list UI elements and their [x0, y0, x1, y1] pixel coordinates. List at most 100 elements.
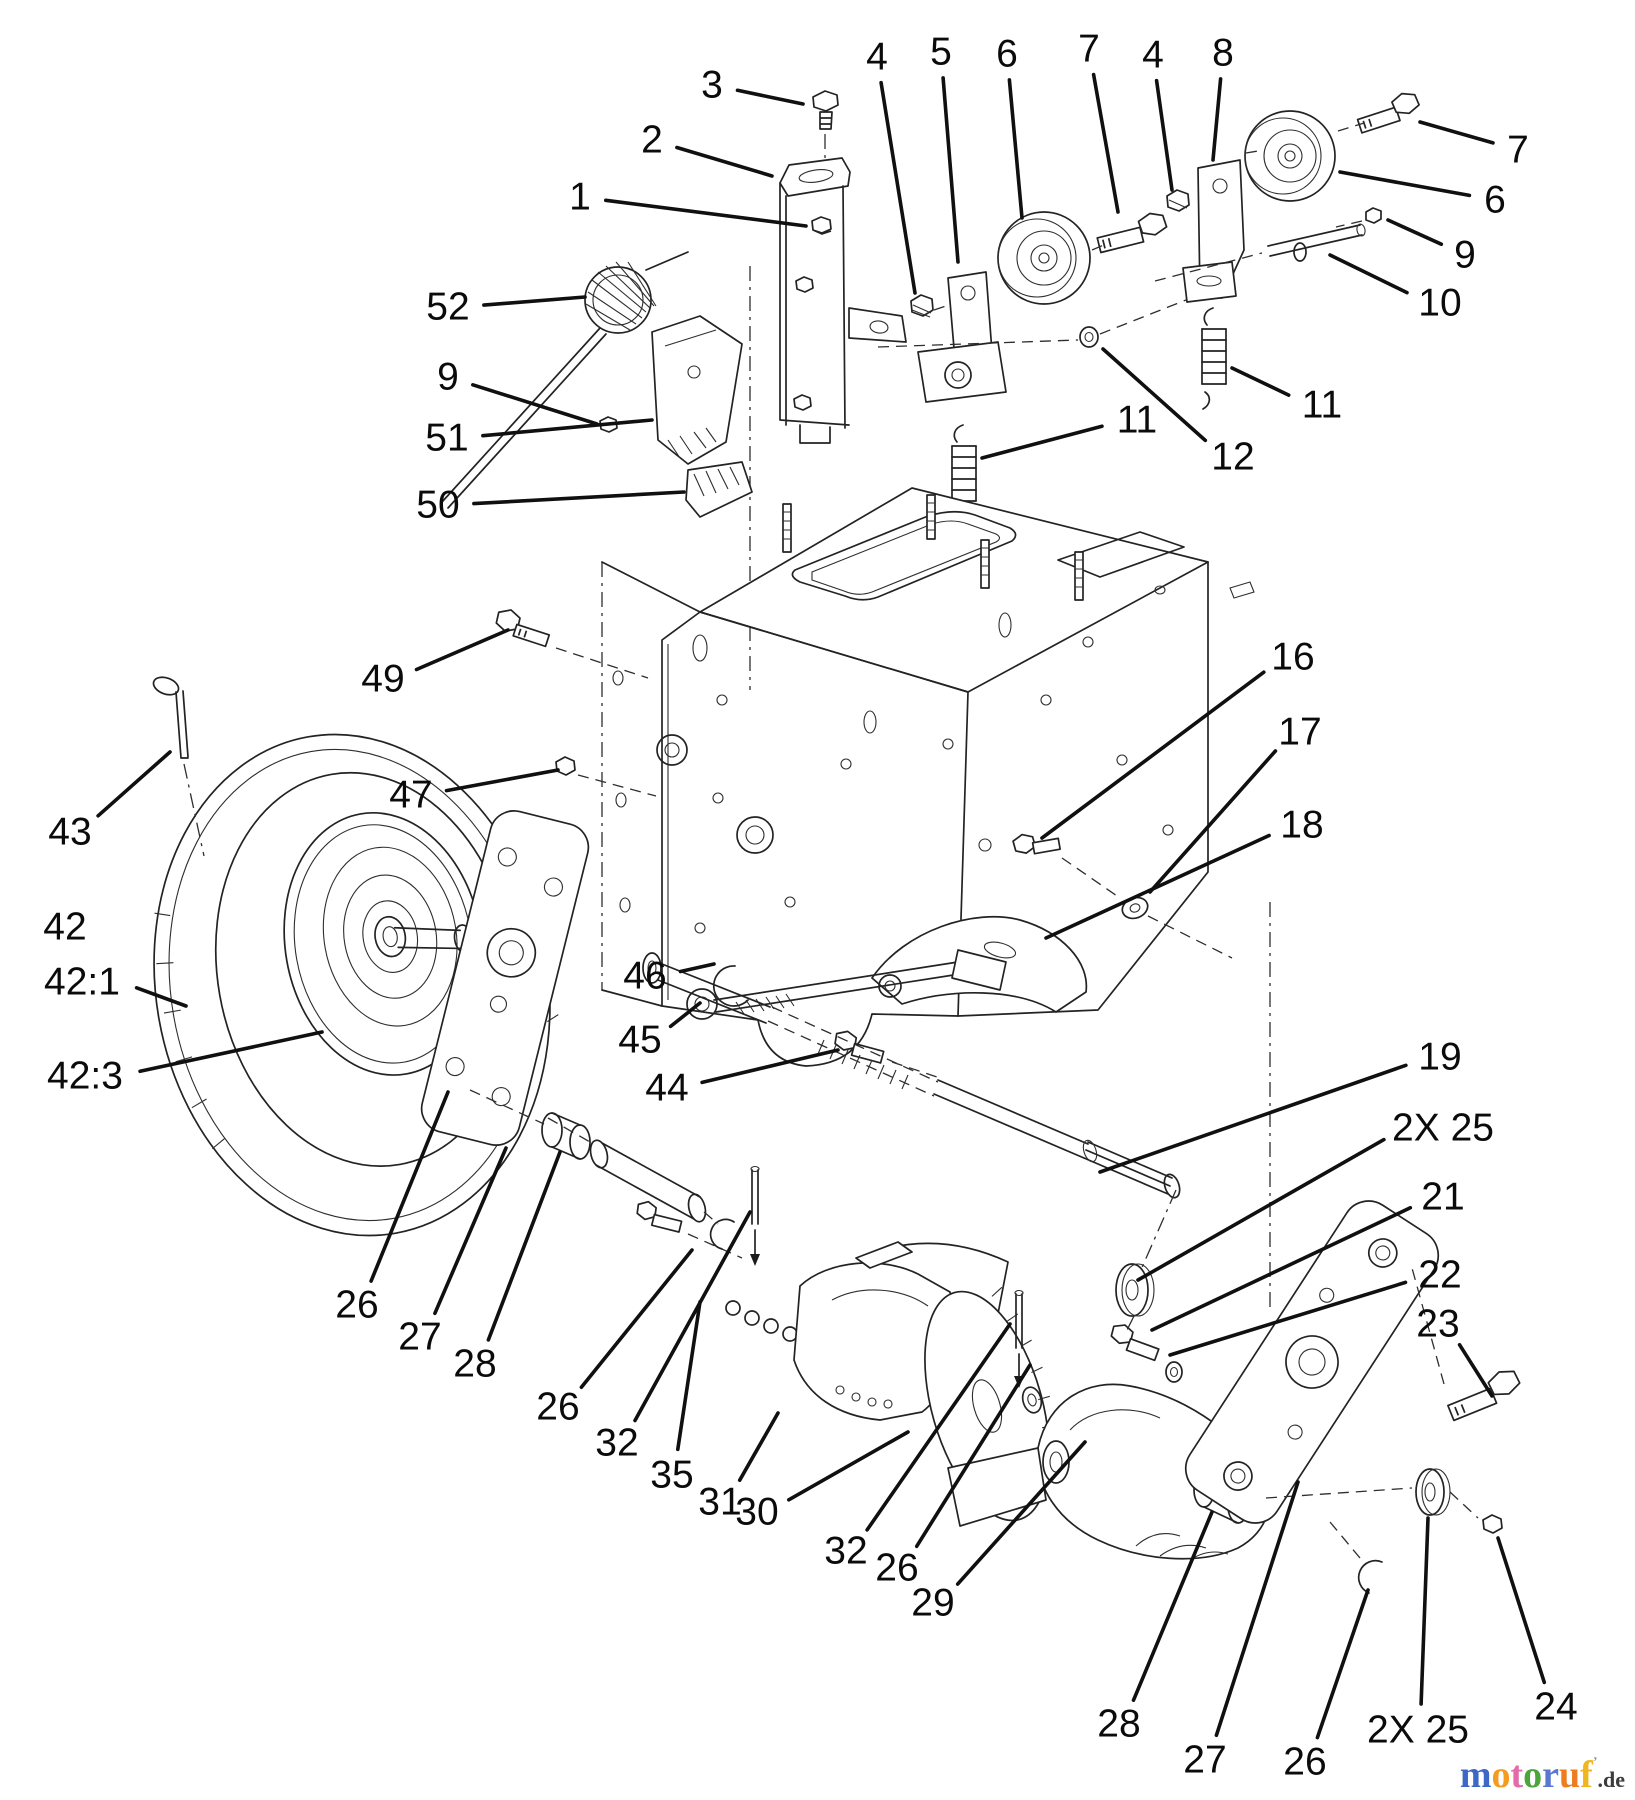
callout-2X25: 2X 25 [1392, 1107, 1494, 1150]
logo-letter: u [1559, 1754, 1581, 1796]
callout-27: 27 [1183, 1739, 1226, 1782]
leader-line-19 [1098, 1063, 1408, 1174]
callout-7: 7 [1507, 129, 1529, 172]
leader-line-23 [1457, 1343, 1494, 1398]
callout-26: 26 [1283, 1741, 1326, 1784]
leader-line-10 [1328, 253, 1409, 295]
leader-line-7 [1418, 120, 1495, 145]
logo-letter: o [1491, 1754, 1511, 1796]
leader-line-11 [1230, 366, 1291, 397]
parts-drawing [152, 90, 1521, 1594]
callout-32: 32 [595, 1422, 638, 1465]
callout-24: 24 [1534, 1686, 1577, 1729]
leader-line-31 [737, 1411, 780, 1482]
callout-11: 11 [1117, 399, 1158, 442]
motoruf-logo[interactable]: motoruf’.de [1459, 1754, 1626, 1796]
leader-line-32 [633, 1210, 752, 1423]
callout-42:1: 42:1 [44, 961, 120, 1004]
callout-4: 4 [1142, 34, 1164, 77]
callout-23: 23 [1416, 1303, 1459, 1346]
leader-line-29 [955, 1440, 1087, 1586]
callout-47: 47 [389, 774, 432, 817]
leader-line-27 [1214, 1480, 1300, 1738]
callout-49: 49 [361, 658, 404, 701]
callout-2X25: 2X 25 [1367, 1709, 1469, 1752]
logo-letter: r [1542, 1754, 1560, 1796]
leader-line-50 [472, 490, 686, 506]
leader-line-42:3 [138, 1030, 324, 1074]
callout-46: 46 [623, 955, 666, 998]
logo-domain-suffix: .de [1597, 1767, 1626, 1792]
callout-18: 18 [1280, 804, 1323, 847]
leader-line-2X25 [1419, 1516, 1430, 1706]
logo-letter: t [1510, 1754, 1524, 1796]
callout-9: 9 [1454, 234, 1476, 277]
leader-line-30 [786, 1430, 910, 1502]
callout-4: 4 [866, 36, 888, 79]
callout-22: 22 [1418, 1254, 1461, 1297]
callout-5: 5 [930, 31, 952, 74]
callout-42:3: 42:3 [47, 1055, 123, 1098]
logo-letter: f [1580, 1754, 1593, 1796]
callout-6: 6 [996, 33, 1018, 76]
leader-line-35 [675, 1300, 702, 1452]
leader-line-28 [486, 1150, 562, 1342]
leader-line-51 [481, 418, 654, 438]
leader-line-26 [369, 1090, 450, 1283]
callout-26: 26 [536, 1386, 579, 1429]
callout-leaders [96, 72, 1547, 1740]
right-idler-pulley-group [1154, 92, 1420, 303]
leader-line-28 [1131, 1510, 1214, 1702]
leader-line-6 [1338, 170, 1472, 198]
callout-27: 27 [398, 1316, 441, 1359]
callout-7: 7 [1078, 28, 1100, 71]
leader-line-12 [1101, 347, 1208, 443]
callout-12: 12 [1211, 436, 1254, 479]
leader-line-11 [980, 424, 1104, 460]
callout-19: 19 [1418, 1036, 1461, 1079]
callout-8: 8 [1212, 32, 1234, 75]
mounting-bracket-assembly [749, 90, 907, 690]
callout-3: 3 [701, 64, 723, 107]
callout-28: 28 [1097, 1703, 1140, 1746]
leader-line-26 [1315, 1588, 1370, 1740]
logo-letter: o [1523, 1754, 1543, 1796]
logo-letter: m [1459, 1754, 1492, 1796]
leader-line-2X25 [1136, 1137, 1386, 1282]
left-axle-group [420, 810, 955, 1421]
callout-45: 45 [618, 1019, 661, 1062]
leader-line-27 [433, 1146, 508, 1316]
leader-line-18 [1044, 833, 1271, 940]
callout-6: 6 [1484, 179, 1506, 222]
leader-line-7 [1091, 72, 1120, 214]
leader-line-5 [941, 76, 960, 264]
torsion-spring-and-cam [441, 251, 753, 518]
leader-line-32 [865, 1322, 1012, 1532]
callout-10: 10 [1418, 282, 1461, 325]
leader-line-3 [735, 88, 805, 106]
callout-32: 32 [824, 1530, 867, 1573]
callout-1: 1 [569, 176, 591, 219]
callout-16: 16 [1271, 636, 1314, 679]
callout-29: 29 [911, 1582, 954, 1625]
callout-26: 26 [875, 1547, 918, 1590]
leader-line-16 [1040, 670, 1266, 840]
leader-line-4 [879, 80, 917, 295]
leader-line-8 [1211, 77, 1223, 162]
callout-2: 2 [641, 119, 663, 162]
cotter-pin [152, 676, 205, 857]
callout-21: 21 [1421, 1176, 1464, 1219]
extension-spring-icon [1201, 307, 1227, 410]
leader-line-26 [914, 1363, 1032, 1549]
callout-31: 31 [698, 1481, 741, 1524]
leader-line-1 [603, 198, 808, 228]
leader-line-6 [1007, 78, 1024, 220]
callout-11: 11 [1302, 384, 1343, 427]
leader-line-26 [579, 1248, 694, 1389]
left-idler-pulley-group [877, 211, 1227, 528]
callout-9: 9 [437, 356, 459, 399]
leader-line-9 [470, 382, 599, 426]
